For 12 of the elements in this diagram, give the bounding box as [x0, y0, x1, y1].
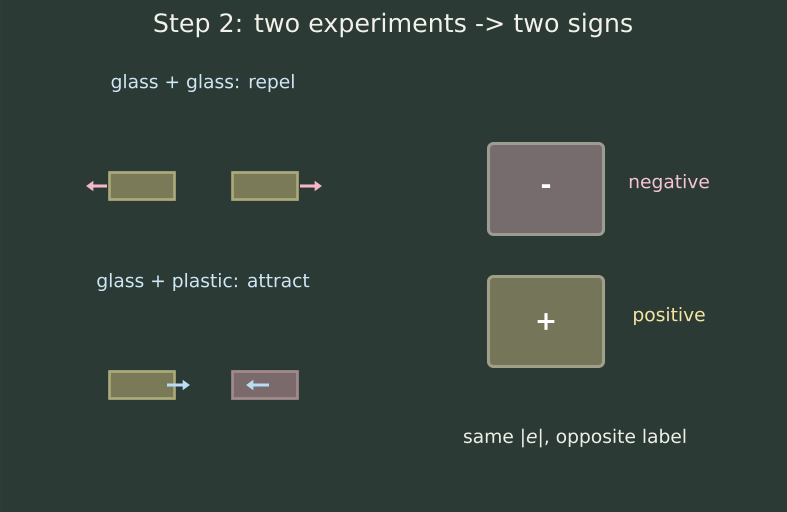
- rod: [231, 171, 299, 201]
- rod: [108, 370, 176, 400]
- rod: [231, 370, 299, 400]
- note: same |e|, opposite label: [464, 428, 686, 448]
- charge-box: -: [486, 142, 606, 236]
- section-heading: glass + plastic: attract: [97, 272, 310, 292]
- charge-box: +: [486, 274, 606, 368]
- charge-label: negative: [630, 174, 709, 192]
- charge-label: positive: [634, 306, 705, 326]
- rod: [108, 171, 176, 201]
- section-heading: glass + glass: repel: [112, 74, 294, 92]
- title: Step 2: two experiments -> two signs: [154, 12, 632, 38]
